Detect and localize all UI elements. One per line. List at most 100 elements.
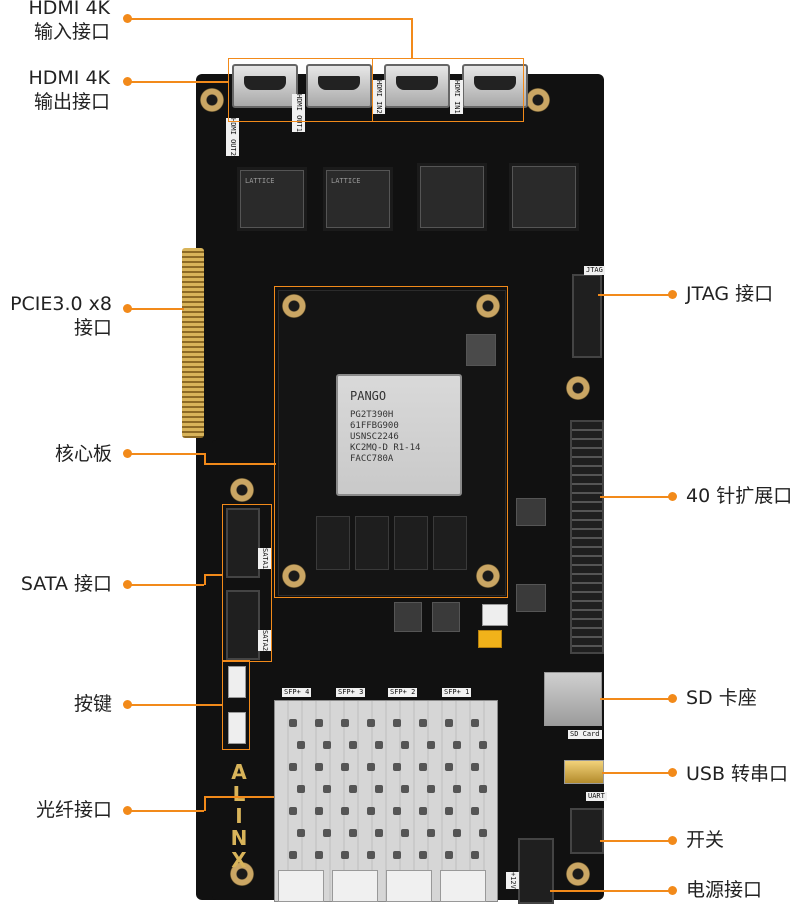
- ddr-chip-2: [355, 516, 389, 570]
- dot-gpio40: [668, 492, 677, 501]
- lattice-chip-2-label: LATTICE: [331, 177, 361, 185]
- lattice-chip-1: LATTICE: [240, 170, 304, 228]
- label-usb-uart: USB 转串口: [686, 763, 789, 785]
- sfp3-port[interactable]: [332, 870, 378, 902]
- core-hole-tr: [476, 294, 500, 318]
- line-buttons-h: [128, 704, 222, 706]
- sfp1-port[interactable]: [440, 870, 486, 902]
- label-hdmi-out: HDMI 4K 输出接口: [18, 66, 110, 114]
- alinx-logo: ALINX: [227, 760, 251, 870]
- fpga-line-4: KC2MQ-D R1-14: [350, 443, 421, 453]
- line-sata-h2: [204, 574, 222, 576]
- sfp-vent-hole: [297, 785, 305, 793]
- dot-core: [123, 449, 132, 458]
- ddr-chip-4: [433, 516, 467, 570]
- pcie-gold-fingers: [182, 248, 204, 438]
- sfp-vent-hole: [479, 829, 487, 837]
- fpga-chip: PANGO PG2T390H 61FFBG900 USNSC2246 KC2MQ…: [336, 374, 462, 496]
- sfp-vent-hole: [401, 785, 409, 793]
- core-board-outline: [274, 286, 508, 598]
- silk-uart: UART: [586, 792, 607, 801]
- silk-sata2: SATA2: [258, 630, 271, 652]
- label-buttons: 按键: [73, 693, 112, 715]
- label-hdmi-out-line1: HDMI 4K: [28, 67, 110, 89]
- sfp-vent-hole: [419, 763, 427, 771]
- label-sd: SD 卡座: [686, 687, 757, 709]
- sfp-vent-hole: [289, 719, 297, 727]
- sfp4-port[interactable]: [278, 870, 324, 902]
- dot-hdmi-out: [123, 77, 132, 86]
- sfp-cage: [274, 700, 498, 902]
- sfp-vent-hole: [323, 785, 331, 793]
- sfp-vent-hole: [375, 741, 383, 749]
- label-hdmi-in: HDMI 4K 输入接口: [18, 0, 110, 44]
- sfp-vent-hole: [367, 807, 375, 815]
- label-jtag: JTAG 接口: [686, 283, 774, 305]
- silk-12v: +12V: [506, 872, 519, 889]
- sfp-vent-hole: [445, 763, 453, 771]
- label-pcie: PCIE3.0 x8 接口: [8, 292, 112, 340]
- sata1-connector: [226, 508, 260, 578]
- label-power: 电源接口: [686, 879, 763, 901]
- fpga-brand: PANGO: [350, 389, 387, 403]
- line-core-h1: [128, 453, 204, 455]
- sfp-vent-hole: [315, 807, 323, 815]
- silk-hdmi-out1: HDMI OUT1: [292, 94, 305, 132]
- sfp-vent-hole: [297, 741, 305, 749]
- sfp-vent-hole: [289, 807, 297, 815]
- sfp-vent-hole: [453, 741, 461, 749]
- dot-sata: [123, 580, 132, 589]
- sfp-vent-hole: [427, 785, 435, 793]
- sfp2-port[interactable]: [386, 870, 432, 902]
- sfp-vent-hole: [349, 741, 357, 749]
- line-hdmi-in-h: [128, 18, 412, 20]
- sata-outline: [222, 504, 272, 662]
- sfp-vent-hole: [375, 785, 383, 793]
- label-pcie-line2: 接口: [73, 317, 112, 339]
- lattice-chip-2: LATTICE: [326, 170, 390, 228]
- sfp-vent-hole: [323, 741, 331, 749]
- line-switch-h: [600, 840, 670, 842]
- line-hdmi-in-v: [411, 18, 413, 58]
- line-fiber-h1: [128, 810, 204, 812]
- sfp-vent-hole: [341, 807, 349, 815]
- small-ic-1: [516, 498, 546, 526]
- fpga-line-3: USNSC2246: [350, 432, 399, 442]
- silk-hdmi-in2: HDMI IN2: [372, 80, 385, 114]
- sfp-vent-hole: [427, 741, 435, 749]
- sfp-vent-hole: [471, 807, 479, 815]
- silk-sfp4: SFP+ 4: [282, 688, 312, 697]
- sfp-vent-hole: [479, 741, 487, 749]
- mount-hole-right: [566, 376, 590, 400]
- core-hole-tl: [282, 294, 306, 318]
- buttons-outline: [222, 660, 250, 750]
- line-sata-h1: [128, 584, 204, 586]
- fpga-line-5: FACC780A: [350, 454, 394, 464]
- label-hdmi-in-line1: HDMI 4K: [28, 0, 110, 19]
- dot-pcie: [123, 304, 132, 313]
- button-2[interactable]: [228, 712, 246, 744]
- sfp-vent-hole: [445, 719, 453, 727]
- dot-fiber: [123, 806, 132, 815]
- usb-uart-connector: [564, 760, 604, 784]
- hdmi-rx-chip-2: [512, 166, 576, 228]
- small-ic-2: [516, 584, 546, 612]
- silk-hdmi-in1: HDMI IN1: [450, 80, 463, 114]
- hdmi-in1-connector: [462, 64, 528, 108]
- core-hole-bl: [282, 564, 306, 588]
- sfp-vent-hole: [471, 851, 479, 859]
- button-1[interactable]: [228, 666, 246, 698]
- small-ic-3: [432, 602, 460, 632]
- power-switch[interactable]: [570, 808, 604, 854]
- label-gpio40: 40 针扩展口: [686, 485, 793, 507]
- sfp-vent-hole: [419, 807, 427, 815]
- mount-hole-bottom-right: [566, 862, 590, 886]
- line-gpio40-h: [600, 496, 670, 498]
- sfp-vent-hole: [471, 719, 479, 727]
- line-fiber-h2: [204, 796, 274, 798]
- dot-power: [668, 886, 677, 895]
- sfp-vent-hole: [453, 829, 461, 837]
- silk-sd-card: SD Card: [568, 730, 602, 739]
- line-jtag-h: [598, 294, 670, 296]
- silk-hdmi-out2: HDMI OUT2: [226, 118, 239, 156]
